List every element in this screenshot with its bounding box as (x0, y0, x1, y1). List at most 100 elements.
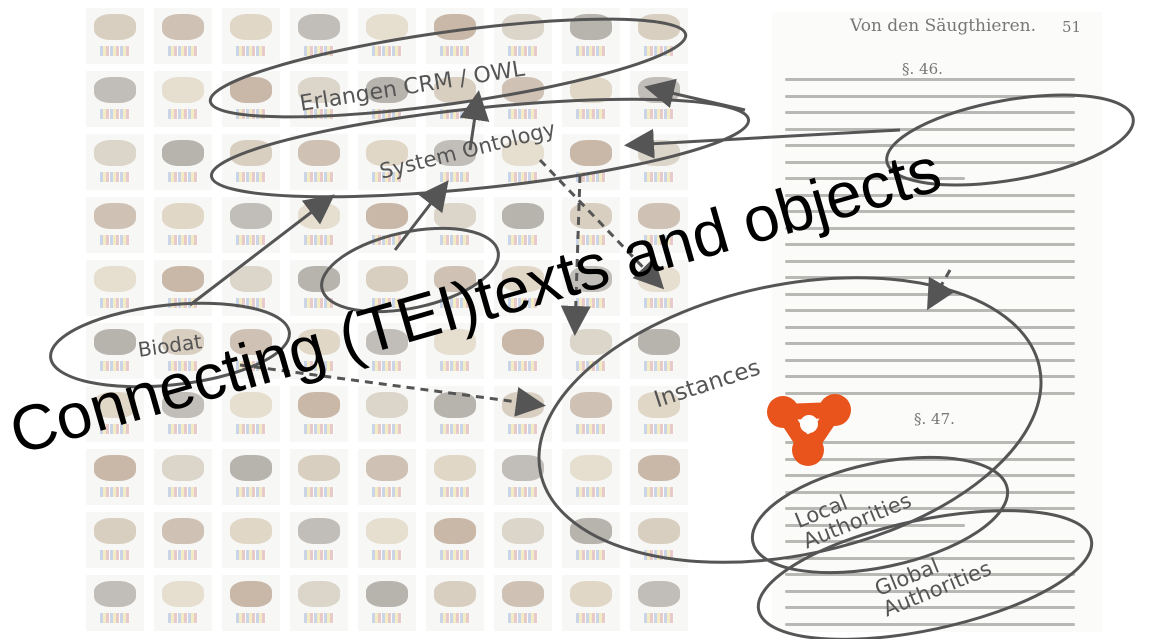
specimen-label (644, 298, 674, 308)
text-page (772, 12, 1102, 632)
specimen-image (298, 266, 340, 292)
specimen-tile (86, 134, 144, 190)
specimen-tile (154, 323, 212, 379)
specimen-tile (86, 197, 144, 253)
specimen-label (236, 613, 266, 623)
page-header: Von den Säugthieren. (850, 16, 1037, 36)
specimen-tile (222, 134, 280, 190)
specimen-tile (154, 134, 212, 190)
arrow-ontology-to-erlangen (459, 90, 490, 151)
specimen-image (162, 518, 204, 544)
specimen-image (502, 140, 544, 166)
specimen-tile (222, 260, 280, 316)
specimen-tile (222, 512, 280, 568)
text-line (785, 540, 1075, 543)
specimen-image (366, 581, 408, 607)
text-line (785, 342, 1075, 345)
specimen-image (230, 203, 272, 229)
specimen-image (94, 455, 136, 481)
text-line (785, 111, 1075, 114)
specimen-label (100, 46, 130, 56)
specimen-label (576, 235, 606, 245)
specimen-image (230, 140, 272, 166)
specimen-image (570, 455, 612, 481)
specimen-image (502, 581, 544, 607)
specimen-tile (630, 449, 688, 505)
specimen-image (94, 140, 136, 166)
specimen-image (162, 14, 204, 40)
specimen-image (298, 518, 340, 544)
text-line (785, 309, 1075, 312)
specimen-label (508, 109, 538, 119)
specimen-tile (426, 449, 484, 505)
specimen-label (304, 235, 334, 245)
specimen-image (94, 266, 136, 292)
specimen-tile (358, 134, 416, 190)
specimen-image (638, 518, 680, 544)
text-line (785, 292, 965, 296)
specimen-image (434, 14, 476, 40)
specimen-tile (222, 575, 280, 631)
text-line (785, 358, 1075, 362)
specimen-tile (86, 260, 144, 316)
specimen-label (168, 424, 198, 434)
arrow-ontology-down (560, 174, 591, 336)
specimen-tile (358, 8, 416, 64)
specimen-image (502, 455, 544, 481)
specimen-tile (562, 197, 620, 253)
specimen-tile (290, 449, 348, 505)
specimen-image (162, 581, 204, 607)
specimen-image (366, 77, 408, 103)
arrow-biodat-to-instances (239, 363, 546, 417)
arrow-ontology-to-instances (538, 158, 665, 290)
specimen-label (644, 487, 674, 497)
specimen-tile (426, 134, 484, 190)
specimen-label (372, 613, 402, 623)
specimen-image (502, 203, 544, 229)
text-line (785, 375, 1075, 378)
specimen-image (638, 203, 680, 229)
text-line (785, 259, 1075, 263)
specimen-tile (562, 386, 620, 442)
specimen-label (440, 172, 470, 182)
specimen-label (100, 298, 130, 308)
specimen-tile (494, 197, 552, 253)
specimen-label (576, 613, 606, 623)
specimen-tile (290, 386, 348, 442)
specimen-tile (290, 134, 348, 190)
specimen-tile (86, 8, 144, 64)
specimen-label (440, 613, 470, 623)
text-line (785, 226, 1075, 230)
arrow-middle-to-ontology (393, 180, 449, 251)
specimen-image (366, 392, 408, 418)
arrow-biodat-to-ontology (189, 194, 335, 307)
specimen-label (372, 172, 402, 182)
text-line (785, 490, 1075, 494)
specimen-tile (630, 512, 688, 568)
section-mark-47: §. 47. (914, 410, 955, 428)
specimen-label (508, 298, 538, 308)
specimen-label (372, 487, 402, 497)
specimen-label (236, 235, 266, 245)
specimen-label (304, 46, 334, 56)
specimen-label (168, 235, 198, 245)
text-line (785, 457, 1075, 461)
specimen-label (236, 550, 266, 560)
specimen-label (372, 550, 402, 560)
specimen-image (366, 329, 408, 355)
text-line (785, 441, 1075, 444)
ellipse-erlangen (208, 17, 688, 119)
specimen-tile (154, 512, 212, 568)
specimen-label (168, 46, 198, 56)
specimen-label (372, 298, 402, 308)
specimen-tile (222, 449, 280, 505)
specimen-label (236, 172, 266, 182)
specimen-label (440, 235, 470, 245)
specimen-label (168, 550, 198, 560)
specimen-tile (426, 71, 484, 127)
ellipse-global-authorities (756, 509, 1094, 639)
specimen-label (440, 361, 470, 371)
specimen-label (508, 235, 538, 245)
specimen-tile (86, 449, 144, 505)
specimen-tile (426, 323, 484, 379)
